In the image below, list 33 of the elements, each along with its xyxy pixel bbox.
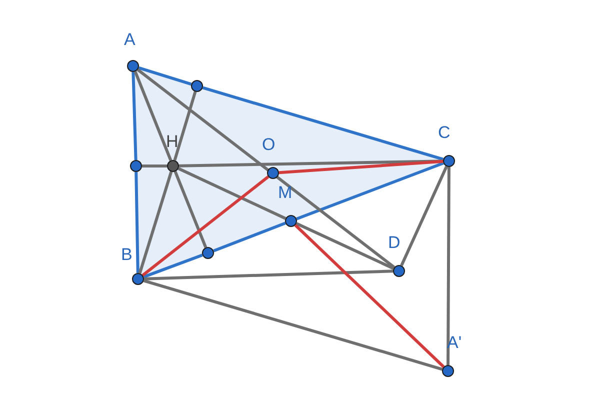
- point-label: D: [388, 234, 400, 251]
- line-segment: [278, 160, 444, 174]
- line-segment: [142, 176, 270, 276]
- point-label: O: [262, 136, 276, 153]
- point: [130, 160, 142, 172]
- line-segment: [173, 91, 197, 161]
- line-segment: [138, 66, 192, 86]
- line-segment: [294, 224, 445, 368]
- point-label: C: [438, 124, 450, 141]
- line-segment: [142, 164, 167, 168]
- line-segment: [446, 167, 450, 365]
- point-label: M: [278, 184, 292, 201]
- line-segment: [174, 171, 208, 248]
- line-segment: [136, 68, 396, 269]
- line-segment: [202, 86, 444, 161]
- line-segment: [138, 171, 173, 274]
- line-segment: [132, 72, 138, 160]
- line-segment: [134, 71, 172, 161]
- line-segment: [400, 166, 448, 266]
- point-label: A: [124, 31, 136, 48]
- line-segment: [213, 222, 286, 252]
- line-segment: [178, 160, 444, 168]
- line-segment: [134, 172, 140, 274]
- point: [202, 247, 214, 259]
- line-segment: [143, 279, 443, 371]
- line-segment: [144, 270, 394, 280]
- line-segment: [296, 162, 444, 220]
- line-segment: [296, 222, 394, 270]
- line-segment: [178, 167, 286, 220]
- point-label: H: [166, 133, 178, 150]
- line-segment: [143, 254, 203, 278]
- point: [191, 80, 203, 92]
- point-label: B: [121, 246, 132, 263]
